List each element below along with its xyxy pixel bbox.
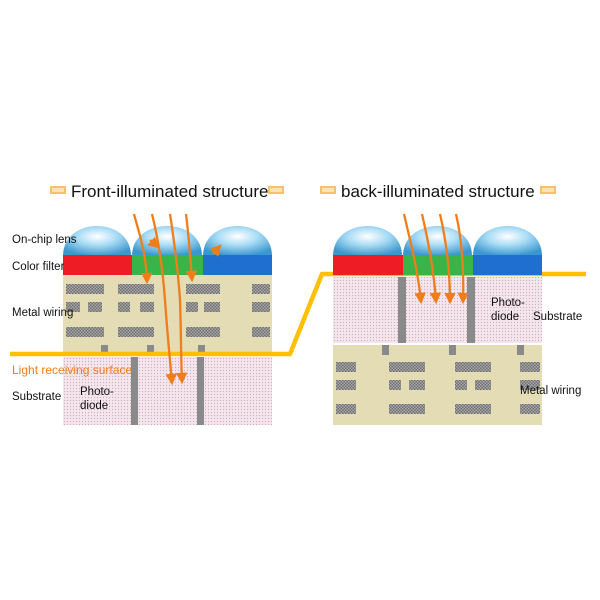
right-ornament <box>540 186 556 194</box>
back-lenses <box>333 226 542 256</box>
separator <box>467 277 475 343</box>
lens-dome <box>473 226 542 256</box>
left-ornament <box>50 186 66 194</box>
lens-dome <box>333 226 402 256</box>
label-substrate: Substrate <box>12 391 61 403</box>
label-photodiode-line1: Photo- <box>80 386 114 398</box>
label-metal-wiring: Metal wiring <box>12 307 73 319</box>
blue-filter <box>473 255 542 275</box>
label-photodiode-line2: diode <box>80 400 108 412</box>
front-light-rays <box>132 213 222 386</box>
back-wiring-layer <box>333 345 542 425</box>
light-ray <box>420 213 442 305</box>
back-structure <box>333 213 542 425</box>
light-ray <box>209 244 222 257</box>
light-ray <box>402 213 426 305</box>
label-substrate: Substrate <box>533 311 582 323</box>
light-ray <box>168 213 188 385</box>
front-metal-wires <box>66 284 270 355</box>
label-light-receiving-surface: Light receiving surface <box>12 363 132 377</box>
red-filter <box>63 255 132 275</box>
red-filter <box>333 255 403 275</box>
lens-dome <box>63 226 131 256</box>
green-filter <box>132 255 203 275</box>
light-ray <box>184 213 198 283</box>
back-color-filter <box>333 255 542 275</box>
light-ray <box>150 213 177 386</box>
photodiode <box>333 277 542 343</box>
back-light-rays <box>402 213 470 305</box>
back-title: back-illuminated structure <box>341 182 535 201</box>
separator <box>398 277 406 343</box>
light-ray <box>438 213 456 305</box>
green-filter <box>403 255 473 275</box>
lens-dome <box>203 226 272 256</box>
back-title-group: back-illuminated structure <box>320 182 556 201</box>
lens-dome <box>403 226 472 256</box>
front-color-filter <box>63 255 272 275</box>
light-ray <box>132 213 153 285</box>
front-title: Front-illuminated structure <box>71 182 268 201</box>
left-ornament <box>320 186 336 194</box>
label-photodiode-line1: Photo- <box>491 297 525 309</box>
back-labels: Photo- diode Substrate Metal wiring <box>491 297 582 397</box>
label-metal-wiring: Metal wiring <box>520 385 581 397</box>
light-ray <box>147 236 160 249</box>
photodiode <box>63 357 272 425</box>
blue-filter <box>203 255 272 275</box>
back-metal-wires <box>336 345 540 414</box>
label-on-chip-lens: On-chip lens <box>12 234 77 246</box>
separator <box>131 357 138 425</box>
label-color-filter: Color filter <box>12 261 65 273</box>
front-title-group: Front-illuminated structure <box>50 182 284 201</box>
label-photodiode-line2: diode <box>491 311 519 323</box>
front-substrate <box>63 357 272 425</box>
front-lenses <box>63 226 272 256</box>
right-ornament <box>268 186 284 194</box>
front-structure <box>10 213 586 425</box>
back-substrate <box>333 277 542 343</box>
separator <box>197 357 204 425</box>
light-ray <box>454 213 470 305</box>
front-labels: On-chip lens Color filter Metal wiring L… <box>12 234 132 412</box>
